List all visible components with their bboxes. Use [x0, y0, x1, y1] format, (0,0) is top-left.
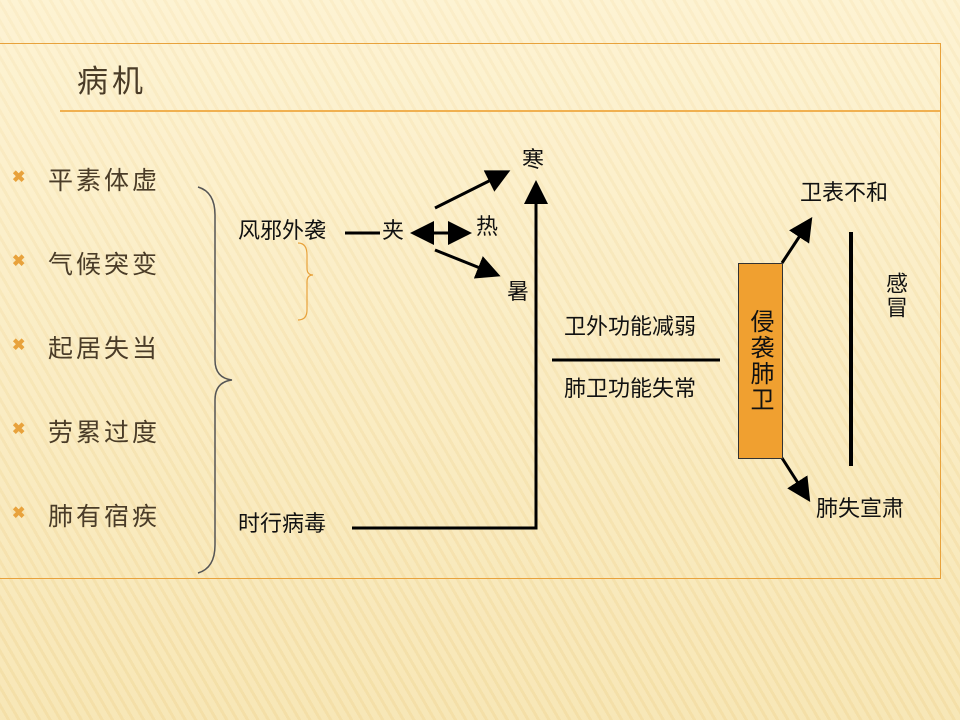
common-cold-label: 感冒 [882, 272, 907, 320]
exterior-label: 卫表不和 [800, 181, 889, 206]
epidemic-label: 时行病毒 [238, 512, 327, 537]
summer-heat-label: 暑 [507, 280, 530, 305]
bullet-x-icon: ✖ [12, 251, 26, 270]
cause-item: 劳累过度 [48, 418, 161, 447]
bullet-x-icon: ✖ [12, 503, 26, 522]
lung-label: 肺失宣肃 [816, 497, 905, 522]
invade-lung-box: 侵袭肺卫 [738, 263, 783, 459]
bullet-x-icon: ✖ [12, 419, 26, 438]
large-brace [197, 186, 233, 574]
dysfunction-label: 肺卫功能失常 [564, 377, 697, 402]
small-brace [297, 242, 314, 321]
bullet-x-icon: ✖ [12, 335, 26, 354]
heat-label: 热 [476, 215, 499, 240]
cold-label: 寒 [522, 148, 545, 173]
wind-evil-label: 风邪外袭 [238, 219, 327, 244]
cause-item: 起居失当 [48, 334, 161, 363]
combined-label: 夹 [382, 219, 405, 244]
cause-item: 平素体虚 [48, 166, 161, 195]
cause-item: 气候突变 [48, 250, 161, 279]
slide-title: 病机 [77, 64, 147, 100]
title-underline [60, 110, 940, 112]
cause-item: 肺有宿疾 [48, 502, 161, 531]
bullet-x-icon: ✖ [12, 167, 26, 186]
slide-frame [0, 43, 941, 579]
weakened-label: 卫外功能减弱 [564, 315, 697, 340]
invade-label: 侵袭肺卫 [746, 309, 774, 413]
